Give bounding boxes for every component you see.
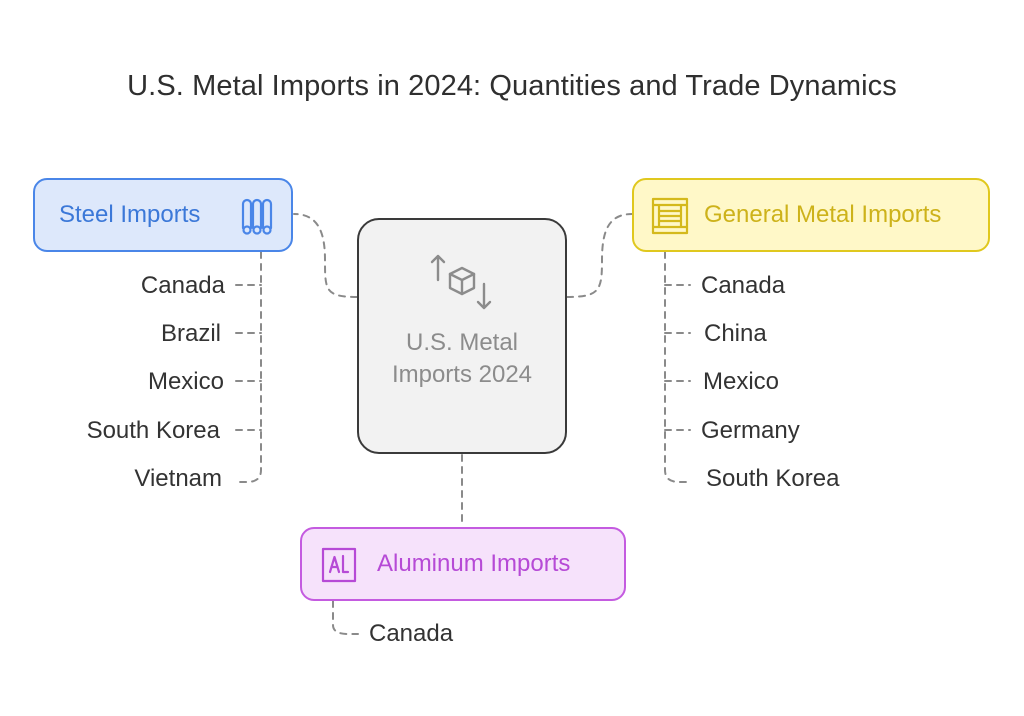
steel-country-canada: Canada <box>140 272 225 299</box>
steel-imports-node[interactable]: Steel Imports <box>33 178 293 252</box>
steel-country-vietnam: Vietnam <box>134 465 222 492</box>
import-export-box-icon <box>428 250 496 319</box>
aluminum-trunk <box>332 600 359 635</box>
general-country-south-korea: South Korea <box>706 465 840 492</box>
steel-country-mexico: Mexico <box>147 368 224 395</box>
steel-country-brazil: Brazil <box>160 320 221 347</box>
aluminum-element-icon <box>319 545 359 590</box>
aluminum-country-canada: Canada <box>369 620 454 647</box>
central-topic-label: U.S. Metal Imports 2024 <box>391 329 533 388</box>
general-country-mexico: Mexico <box>703 368 780 395</box>
connector-general <box>566 213 633 298</box>
aluminum-imports-label: Aluminum Imports <box>377 550 571 577</box>
general-metal-imports-label: General Metal Imports <box>704 201 942 228</box>
general-trunk <box>664 251 691 483</box>
metal-crate-icon <box>650 196 690 241</box>
steel-trunk <box>235 251 262 483</box>
general-country-china: China <box>704 320 767 347</box>
general-country-canada: Canada <box>701 272 786 299</box>
connector-steel <box>293 213 358 298</box>
aluminum-imports-node[interactable]: Aluminum Imports <box>300 527 626 601</box>
steel-pipes-icon <box>237 196 277 241</box>
general-country-germany: Germany <box>701 417 800 444</box>
steel-imports-label: Steel Imports <box>59 201 201 228</box>
central-topic-node[interactable]: U.S. Metal Imports 2024 <box>357 218 567 454</box>
general-metal-imports-node[interactable]: General Metal Imports <box>632 178 990 252</box>
diagram-title: U.S. Metal Imports in 2024: Quantities a… <box>127 70 897 102</box>
steel-country-south-korea: South Korea <box>86 417 220 444</box>
